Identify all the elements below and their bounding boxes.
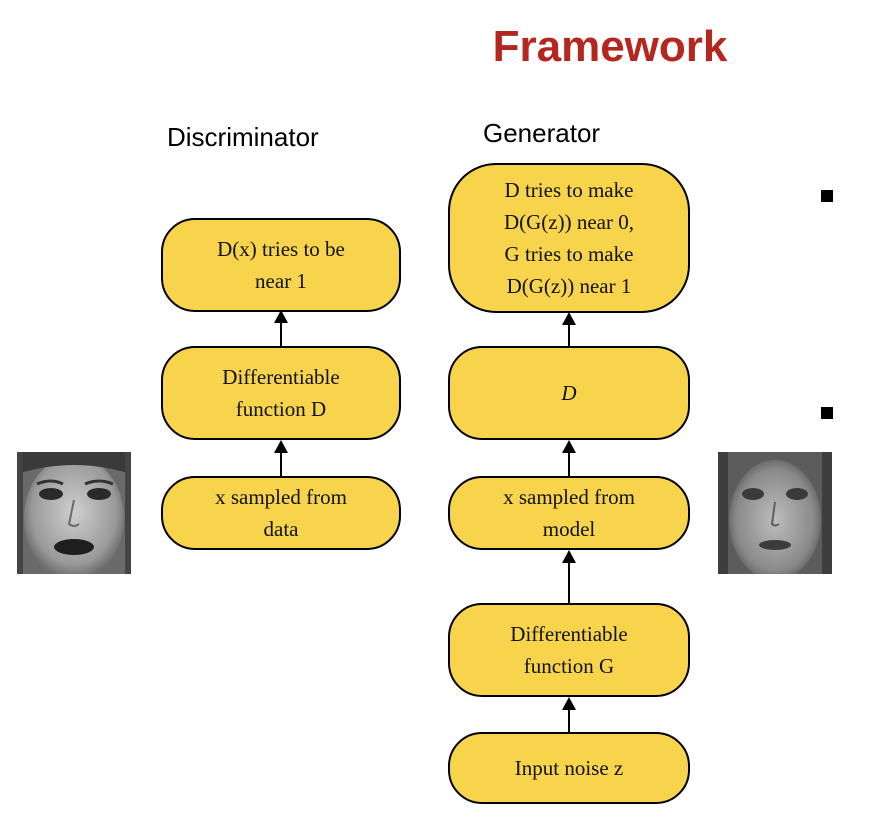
node-text: x sampled from	[503, 485, 635, 509]
arrow	[567, 452, 570, 478]
node-text: Input noise z	[514, 756, 624, 780]
differentiable-function-g-node: Differentiable function G	[448, 603, 690, 697]
bullet-marker	[821, 190, 833, 202]
generator-label: Generator	[483, 118, 601, 148]
discriminator-output-node: D(x) tries to be near 1	[161, 218, 401, 312]
node-text: function G	[523, 654, 615, 678]
node-text: D(x) tries to be	[217, 237, 345, 261]
discriminator-label: Discriminator	[167, 122, 319, 152]
differentiable-function-d-node: Differentiable function D	[161, 346, 401, 440]
node-text: D(G(z)) near 0,	[503, 210, 634, 234]
node-text: function D	[235, 397, 327, 421]
node-text: model	[542, 517, 596, 541]
arrow	[279, 452, 282, 478]
d-node: D	[448, 346, 690, 440]
real-face-image	[17, 452, 131, 574]
node-text: G tries to make	[504, 242, 634, 266]
arrow-head	[274, 310, 288, 323]
input-noise-z-node: Input noise z	[448, 732, 690, 804]
arrow-head	[562, 440, 576, 453]
node-text: x sampled from	[215, 485, 347, 509]
arrow	[567, 322, 570, 350]
node-text: Differentiable	[222, 365, 340, 389]
arrow	[567, 562, 570, 606]
node-text: near 1	[255, 269, 307, 293]
x-sampled-from-model-node: x sampled from model	[448, 476, 690, 550]
x-sampled-from-data-node: x sampled from data	[161, 476, 401, 550]
node-text: D(G(z)) near 1	[506, 274, 632, 298]
node-text: D	[561, 381, 577, 405]
arrow-head	[562, 697, 576, 710]
node-text: D tries to make	[504, 178, 634, 202]
arrow	[567, 709, 570, 735]
bullet-marker	[821, 407, 833, 419]
game-objective-node: D tries to make D(G(z)) near 0, G tries …	[448, 163, 690, 313]
generated-face-image	[718, 452, 832, 574]
node-text: Differentiable	[510, 622, 628, 646]
node-text: data	[263, 517, 299, 541]
arrow-head	[274, 440, 288, 453]
arrow	[279, 322, 282, 348]
slide-title: Framework	[492, 22, 728, 71]
arrow-head	[562, 312, 576, 325]
arrow-head	[562, 550, 576, 563]
